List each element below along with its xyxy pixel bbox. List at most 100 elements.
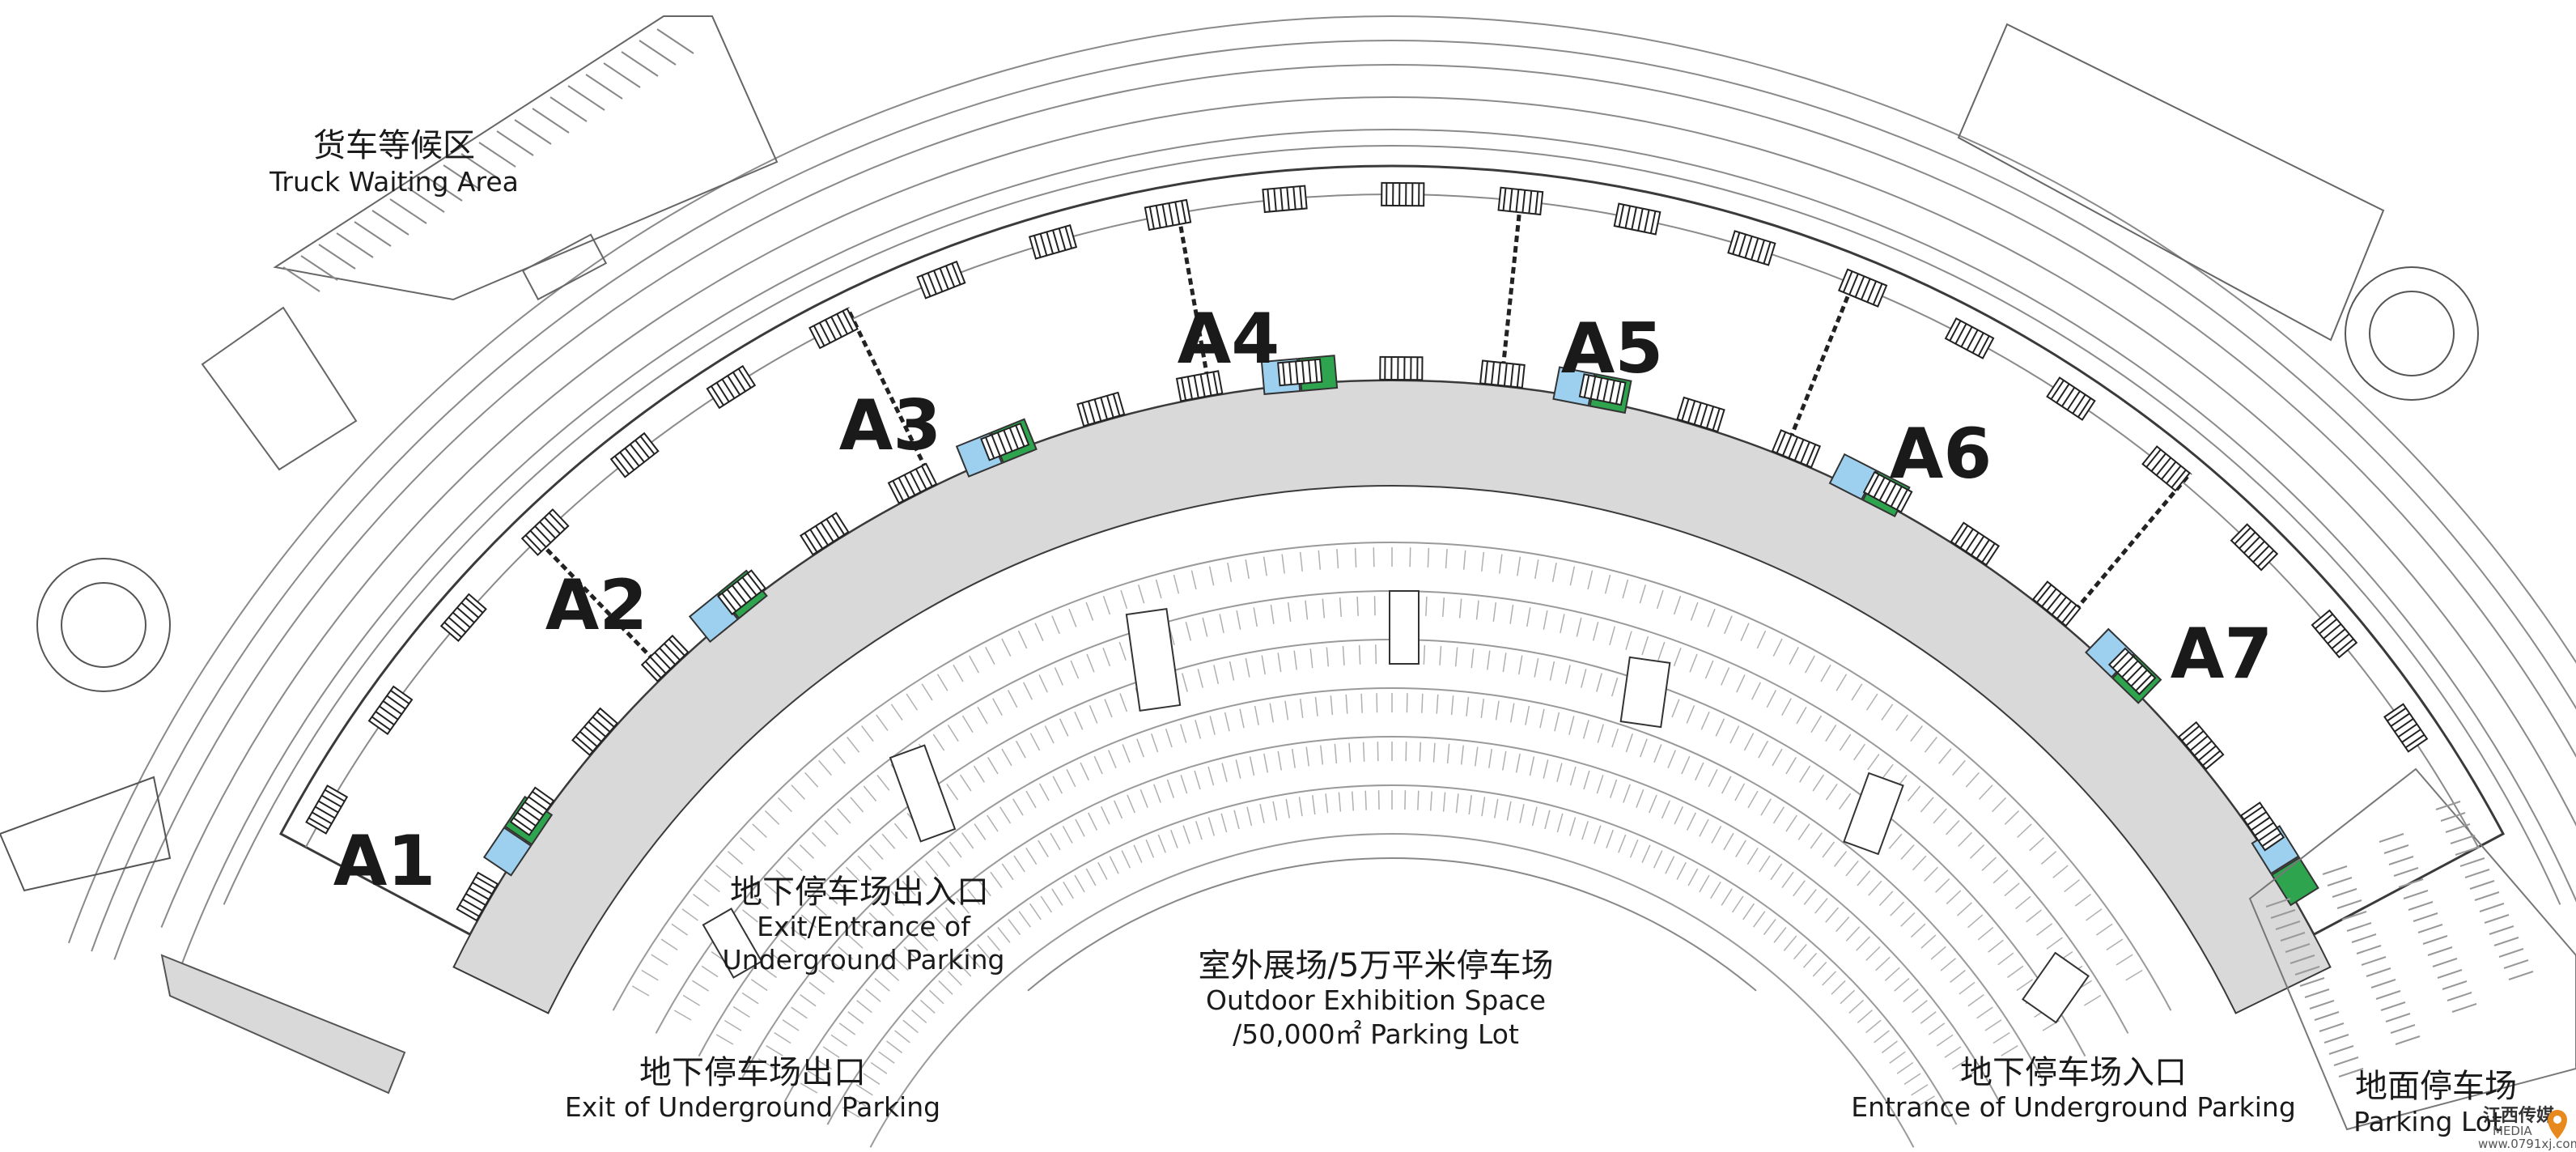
parking-stall-line [1008,919,1021,936]
parking-stall-line [1446,743,1450,763]
block-detail-line [2315,613,2333,630]
parking-stall-line [1759,855,1771,873]
lot-stall-line [2280,932,2306,942]
block-detail-line [1193,375,1199,398]
parking-stall-line [902,1019,919,1034]
building-block [520,508,570,556]
parking-stall-line [2017,823,2032,838]
block-detail-line [818,322,831,344]
block-detail-line [741,576,758,596]
block-detail-line [1058,227,1067,251]
parking-stall-line [1518,655,1523,675]
parking-stall-line [1746,847,1759,865]
location-pin-icon [2548,1110,2567,1139]
block-detail-line [898,477,910,499]
parking-stall-line [1499,554,1503,574]
left-roundabout [36,558,171,692]
parking-stall-line [1581,821,1589,840]
parking-stall-line [1293,650,1297,670]
lot-stall-line [2379,833,2404,843]
parking-stall-line [1086,653,1095,673]
block-detail-line [548,512,566,530]
parking-stall-line [1458,598,1462,619]
block-detail-line [579,730,598,747]
parking-stall-line [1772,748,1783,767]
parking-stall-line [1920,934,1937,949]
building-block [367,685,414,736]
parking-stall-line [985,647,995,665]
block-detail-line [524,801,544,816]
lot-stall-line [2422,935,2448,945]
block-detail-line [933,270,944,292]
parking-stall-line [701,965,719,978]
building-block [1950,521,2001,567]
building-block [456,871,499,922]
block-detail-line [746,572,762,592]
parking-stall-line [1207,766,1215,786]
building-block [2239,801,2285,852]
parking-stall-line [1085,602,1094,621]
block-detail-line [1756,240,1765,262]
parking-stall-line [808,981,825,995]
parking-stall-line [1649,794,1657,814]
parking-stall-line [966,952,982,968]
block-detail-line [1174,202,1181,225]
parking-stall-line [1263,753,1269,773]
parking-stall-line [1965,772,1980,788]
block-detail-line [2130,669,2148,687]
parking-stall-line [1051,888,1063,906]
block-detail-line [1521,189,1526,213]
lot-stall-line [2432,958,2458,967]
lot-stall-line [2395,1035,2421,1045]
parking-stall-line [1582,720,1589,739]
parking-stall-line [1038,840,1049,857]
lot-stall-line [2503,959,2529,969]
parking-stall-line [1772,806,1785,824]
parking-stall-line [978,880,991,897]
block-detail-line [1509,363,1514,387]
parking-stall-row [631,547,2143,997]
block-detail-line [614,455,630,475]
parking-stall-line [1704,660,1714,679]
parking-stall-line [1781,698,1792,716]
building-block [887,462,938,504]
hall-label-a1: A1 [333,821,435,902]
block-detail-line [1301,360,1305,384]
parking-stall-line [1334,743,1338,763]
parking-stall-line [1556,763,1563,782]
parking-stall-line [1236,610,1241,630]
parking-stall-line [1689,653,1698,673]
right-roundabout [2345,266,2479,401]
parking-stall-line [861,725,874,742]
parking-stall-line [1227,563,1233,582]
underground-entrance-label-en: Entrance of Underground Parking [1851,1091,2296,1123]
parking-stall-line [1068,608,1077,627]
parking-stall-line [1822,841,1835,858]
parking-stall-line [1770,863,1783,881]
parking-row-arc [783,735,2001,1103]
parking-stall-line [790,926,807,941]
parking-stall-line [842,1107,860,1118]
block-detail-line [1609,380,1615,403]
parking-stall-line [1865,1019,1882,1034]
block-detail-line [2046,592,2062,611]
block-detail-line [544,516,561,535]
parking-stall-line [1436,694,1439,714]
parking-stall-line [1001,748,1012,767]
parking-stall-line [863,785,877,801]
lot-stall-line [2380,1001,2406,1011]
parking-stall-line [1835,674,1848,691]
lot-stall-line [2375,990,2401,1000]
block-detail-line [2061,604,2077,623]
parking-stall-line [1330,695,1334,716]
lot-stall-line [2322,865,2348,875]
parking-stall-line [1711,826,1722,844]
building-block [1175,370,1224,402]
parking-stall-line [1102,647,1111,666]
parking-stall-line [800,914,817,929]
block-detail-line [1960,326,1973,347]
outdoor-exhibition-label-zh: 室外展场/5万平米停车场 [1199,947,1554,984]
block-detail-line [2036,584,2052,603]
parking-stall-line [1034,623,1044,641]
parking-stall-line [787,857,803,871]
